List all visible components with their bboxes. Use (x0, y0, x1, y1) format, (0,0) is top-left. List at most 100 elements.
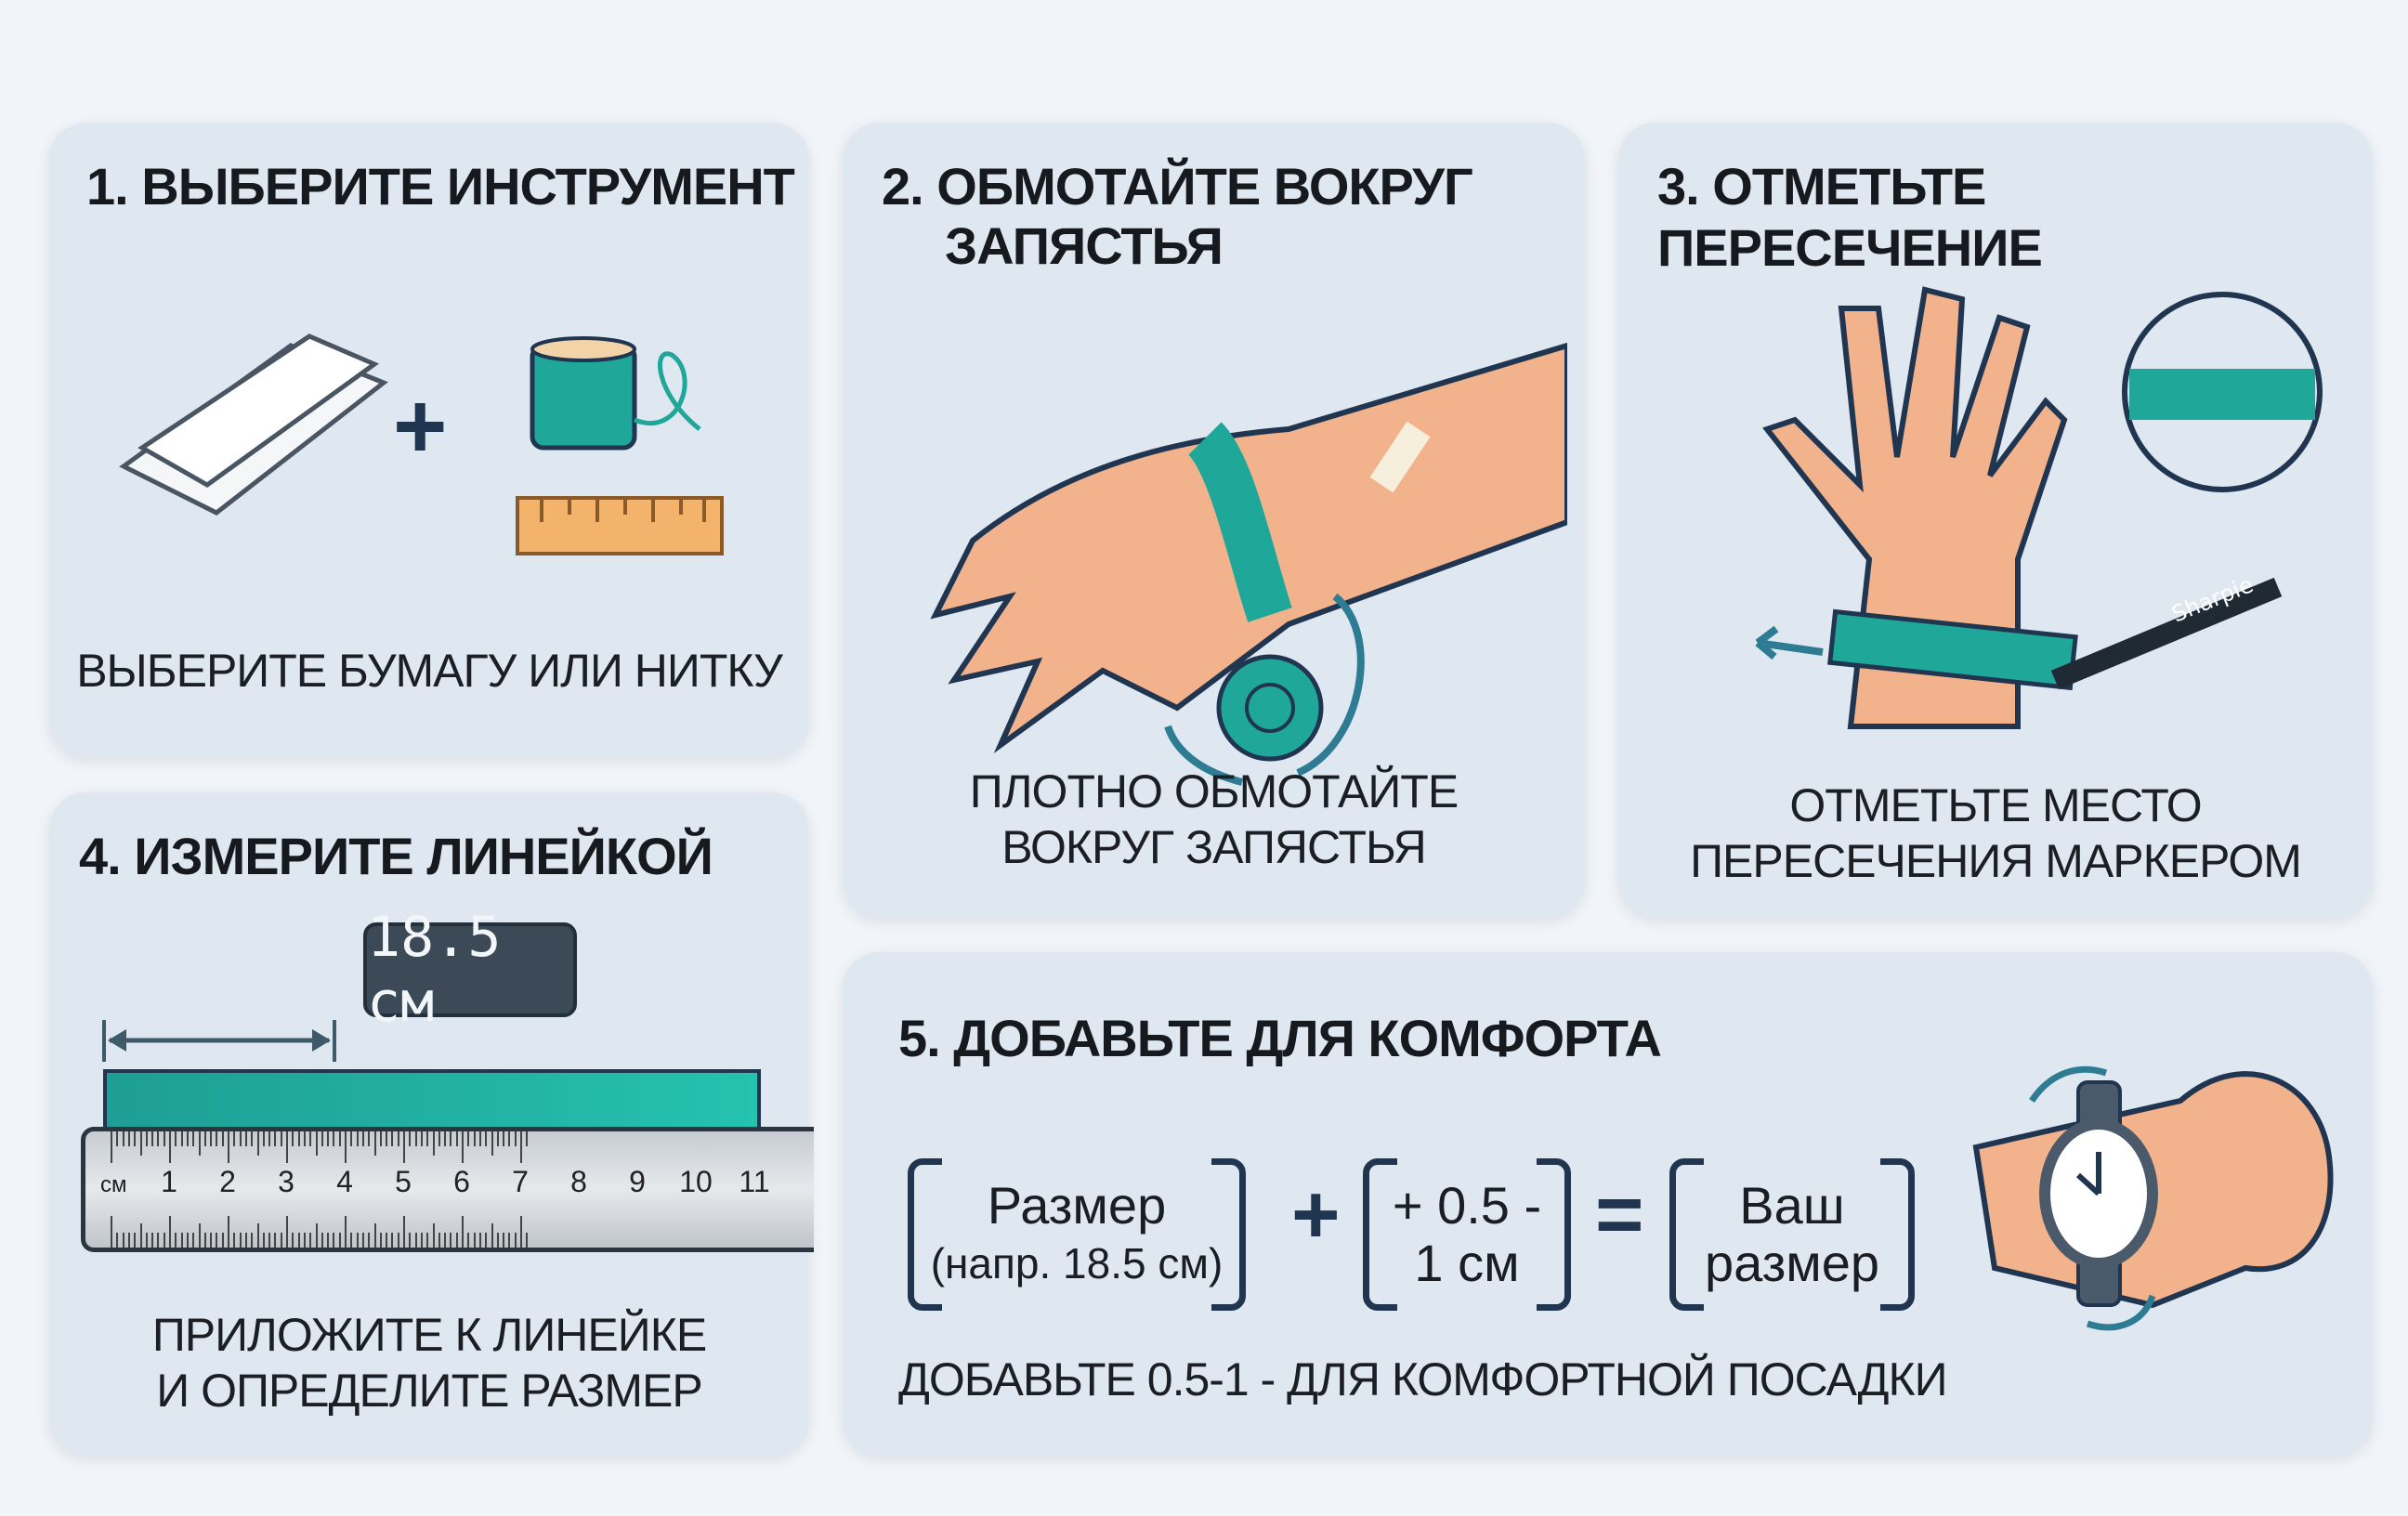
ruler-tick-mark (203, 1131, 206, 1146)
formula-size-line1: Размер (987, 1176, 1167, 1235)
step-4-title: 4. ИЗМЕРИТЕ ЛИНЕЙКОЙ (79, 827, 713, 885)
ruler-tick-mark (526, 1233, 529, 1248)
ruler-tick-mark (485, 1233, 488, 1248)
ruler-tick-mark (198, 1131, 201, 1156)
step-2-title-line1: 2. ОБМОТАЙТЕ ВОКРУГ (882, 157, 1473, 216)
ruler-tick-mark (122, 1233, 124, 1248)
ruler-tick-mark (333, 1233, 335, 1248)
ruler-tick-mark (251, 1233, 254, 1248)
ruler-tick-mark (139, 1131, 142, 1156)
ruler-tick-mark (491, 1131, 493, 1156)
ruler-tick-mark (467, 1233, 470, 1248)
ruler-tick-mark (210, 1131, 213, 1146)
ruler-tick-mark (157, 1233, 160, 1248)
ruler-tick-mark (256, 1223, 259, 1248)
ruler-tick-mark (379, 1131, 382, 1146)
ruler-tick-mark (268, 1131, 271, 1146)
ruler-tick-mark (455, 1131, 458, 1146)
step-2-caption-line2: ВОКРУГ ЗАПЯСТЬЯ (1001, 821, 1426, 873)
ruler-tick-mark (274, 1131, 277, 1146)
ruler-tick-mark (239, 1233, 242, 1248)
ruler-tick-label: 9 (629, 1165, 646, 1198)
ruler-tick-mark (145, 1131, 148, 1146)
formula-plus: + (1291, 1169, 1341, 1261)
ruler-tick-mark (526, 1131, 529, 1146)
ruler-tick-mark (503, 1131, 505, 1146)
ruler-tick-mark (338, 1131, 341, 1146)
step-1-title: 1. ВЫБЕРИТЕ ИНСТРУМЕНТ (86, 157, 795, 216)
thread-spool-icon (530, 336, 701, 451)
ruler-tick-mark (386, 1233, 388, 1248)
ruler-tick-label: 4 (336, 1165, 353, 1198)
ruler-icon (516, 496, 724, 555)
ruler-tick-label: 5 (395, 1165, 412, 1198)
ruler-tick-mark (409, 1233, 412, 1248)
ruler-tick-mark (303, 1131, 306, 1146)
ruler-tick-mark (286, 1131, 288, 1163)
ruler-tick-mark (192, 1131, 195, 1146)
ruler-tick-mark (455, 1233, 458, 1248)
step-5-panel: 5. ДОБАВЬТЕ ДЛЯ КОМФОРТА Размер (напр. 1… (843, 952, 2373, 1456)
ruler-tick-mark (262, 1131, 265, 1146)
ruler-tick-mark (444, 1131, 447, 1146)
ruler-tick-mark (163, 1131, 165, 1146)
step-4-caption-line1: ПРИЛОЖИТЕ К ЛИНЕЙКЕ (151, 1309, 707, 1361)
formula-add-line1: + 0.5 - (1392, 1176, 1542, 1235)
ruler-tick-mark (157, 1131, 160, 1146)
step-3-caption-line2: ПЕРЕСЕЧЕНИЯ МАРКЕРОМ (1690, 835, 2302, 887)
ruler-tick-mark (256, 1131, 259, 1156)
ruler-tick-mark (426, 1131, 429, 1146)
ruler-tick-mark (286, 1216, 288, 1248)
ruler-tick-mark (338, 1233, 341, 1248)
ruler-tick-mark (216, 1233, 218, 1248)
step-1-caption: ВЫБЕРИТЕ БУМАГУ ИЛИ НИТКУ (76, 645, 783, 697)
ruler-tick-mark (414, 1131, 417, 1146)
step-2-title-line2: ЗАПЯСТЬЯ (945, 216, 1224, 275)
ruler-tick-mark (432, 1131, 435, 1156)
ruler-tick-mark (391, 1131, 394, 1146)
ruler-tick-mark (221, 1233, 224, 1248)
ruler-tick-mark (409, 1131, 412, 1146)
ruler-tick-mark (122, 1131, 124, 1146)
ruler-tick-mark (350, 1131, 353, 1146)
ruler-tick-mark (292, 1233, 294, 1248)
ruler-tick-label: 7 (512, 1165, 529, 1198)
ruler-tick-mark (274, 1233, 277, 1248)
step-1-panel: 1. ВЫБЕРИТЕ ИНСТРУМЕНТ + ВЫБЕРИТЕ БУМАГУ… (49, 123, 809, 757)
ruler-tick-label: 11 (739, 1165, 770, 1198)
ruler-tick-mark (262, 1233, 265, 1248)
ruler-tick-label: 10 (679, 1165, 713, 1198)
step-2-panel: 2. ОБМОТАЙТЕ ВОКРУГ ЗАПЯСТЬЯ ПЛОТНО ОБМО… (843, 123, 1585, 918)
ruler-tick-mark (175, 1233, 177, 1248)
ruler-tick-mark (175, 1131, 177, 1146)
ruler-tick-mark (467, 1131, 470, 1146)
ruler-tick-mark (478, 1131, 481, 1146)
ruler-tick-mark (198, 1223, 201, 1248)
ruler-tick-mark (315, 1223, 318, 1248)
ruler-tick-mark (186, 1131, 189, 1146)
ruler-tick-mark (203, 1233, 206, 1248)
ruler-tick-mark (111, 1216, 112, 1248)
ruler-tick-mark (508, 1131, 511, 1146)
ruler-tick-mark (345, 1216, 347, 1248)
step-3-panel: 3. ОТМЕТЬТЕ ПЕРЕСЕЧЕНИЕ Sharpie ОТМЕТЬТЕ… (1618, 123, 2373, 918)
measurement-readout: 18.5 см (363, 905, 577, 1035)
ruler-tick-mark (426, 1233, 429, 1248)
ruler-tick-mark (438, 1131, 440, 1146)
ruler-tick-mark (186, 1233, 189, 1248)
ruler-tick-mark (361, 1131, 364, 1146)
ruler-tick-mark (309, 1131, 312, 1146)
ruler-tick-mark (280, 1233, 282, 1248)
ruler-tick-mark (139, 1223, 142, 1248)
paper-strip-icon (119, 333, 388, 516)
ruler-tick-mark (303, 1233, 306, 1248)
wristwatch-illustration (1972, 1065, 2334, 1331)
formula-size-box: Размер (напр. 18.5 см) (908, 1156, 1246, 1313)
ruler-tick-mark (228, 1131, 229, 1163)
ruler-tick-mark (508, 1233, 511, 1248)
formula-result-line1: Ваш (1739, 1176, 1845, 1235)
ruler-tick-mark (309, 1233, 312, 1248)
ruler-tick-mark (228, 1216, 229, 1248)
ruler-tick-mark (373, 1131, 376, 1156)
ruler-tick-mark (180, 1233, 183, 1248)
